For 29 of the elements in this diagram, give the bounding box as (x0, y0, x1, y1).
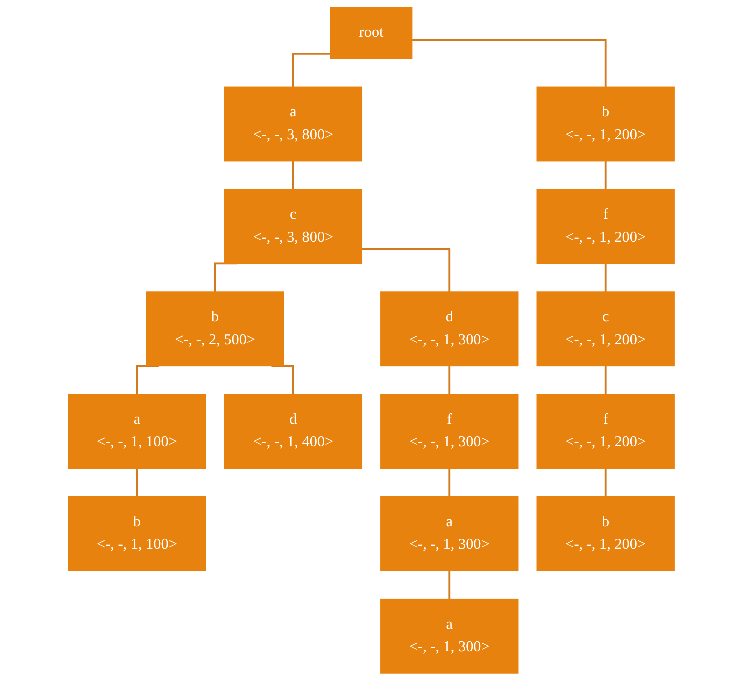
connector (449, 365, 452, 395)
node-box: a <-, -, 1, 300> (381, 496, 520, 572)
connector (362, 248, 452, 292)
node-box: c <-, -, 1, 200> (537, 292, 676, 367)
connector (605, 468, 608, 497)
connector (605, 365, 608, 395)
connector (292, 53, 332, 88)
connector (605, 160, 608, 190)
connector (449, 468, 452, 497)
node-box: a <-, -, 1, 100> (68, 394, 207, 469)
connector (214, 262, 238, 292)
node-box: b <-, -, 1, 200> (537, 86, 676, 162)
node-box: d <-, -, 1, 400> (224, 394, 363, 469)
connector (136, 468, 139, 497)
node-box: f <-, -, 1, 200> (537, 394, 676, 469)
node-box: a <-, -, 3, 800> (224, 86, 363, 162)
node-box: b <-, -, 2, 500> (146, 292, 285, 367)
node-box: d <-, -, 1, 300> (381, 292, 520, 367)
connector (292, 160, 295, 190)
node-box: c <-, -, 3, 800> (224, 189, 363, 264)
node-box: b <-, -, 1, 100> (68, 496, 207, 572)
node-box: f <-, -, 1, 300> (381, 394, 520, 469)
connector (449, 570, 452, 600)
node-box: f <-, -, 1, 200> (537, 189, 676, 264)
node-box: root (330, 7, 414, 60)
connector (605, 262, 608, 292)
connector (412, 39, 608, 88)
node-box: b <-, -, 1, 200> (537, 496, 676, 572)
node-box: a <-, -, 1, 300> (381, 598, 520, 674)
